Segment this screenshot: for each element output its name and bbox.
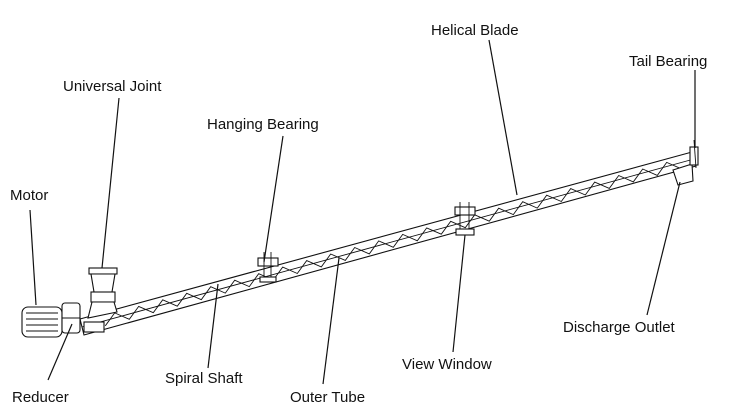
motor	[21, 306, 63, 338]
label-universal-joint: Universal Joint	[63, 78, 162, 95]
spiral-shaft	[81, 158, 695, 328]
tail-bearing	[689, 139, 699, 169]
hanging-bearing	[257, 252, 279, 283]
label-view-window: View Window	[402, 356, 492, 373]
outer-tube	[79, 151, 697, 336]
label-reducer: Reducer	[12, 389, 69, 406]
discharge-outlet	[672, 163, 694, 186]
label-spiral-shaft: Spiral Shaft	[165, 370, 243, 387]
label-outer-tube: Outer Tube	[290, 389, 365, 406]
label-helical-blade: Helical Blade	[431, 22, 519, 39]
reducer	[61, 302, 105, 334]
label-discharge-outlet: Discharge Outlet	[563, 319, 676, 336]
view-window	[454, 202, 476, 236]
label-motor: Motor	[10, 187, 48, 204]
helical-blade	[104, 161, 682, 327]
universal-joint	[87, 267, 118, 319]
leader-lines	[29, 39, 696, 385]
label-tail-bearing: Tail Bearing	[629, 53, 707, 70]
label-hanging-bearing: Hanging Bearing	[207, 116, 319, 133]
